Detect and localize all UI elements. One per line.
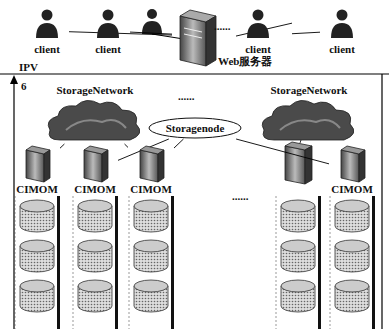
node-label: CIMOM (130, 183, 172, 195)
cimom-server: CIMOM (72, 144, 118, 196)
connector (292, 32, 320, 34)
client-node: client (320, 6, 364, 56)
node-label: CIMOM (16, 183, 58, 195)
free-label: ...... (214, 20, 231, 32)
client-node: client (236, 6, 280, 56)
network-cloud: StorageNetwork (42, 86, 148, 144)
node-label: client (245, 43, 271, 55)
arrow-head (10, 75, 18, 84)
node-label: StorageNetwork (271, 84, 348, 96)
connector (236, 139, 329, 164)
connector (69, 32, 172, 35)
backbone-right (381, 74, 382, 329)
node-label: Storagenode (166, 122, 225, 134)
node-label: client (329, 43, 355, 55)
connector (130, 32, 172, 34)
cimom-server: CIMOM (128, 144, 174, 196)
cimom-server: CIMOM (14, 144, 60, 196)
connector (125, 144, 128, 147)
free-label: IPV (19, 61, 38, 73)
storage-node: Storagenode (148, 117, 242, 139)
network-cloud: StorageNetwork (256, 86, 362, 144)
web-server: Web服务器 (172, 4, 292, 70)
backbone (0, 73, 389, 74)
node-label: CIMOM (331, 183, 373, 195)
client-node: client (25, 6, 69, 56)
node-label: client (95, 43, 121, 55)
cimom-server: CIMOM (329, 144, 375, 196)
disk-array (15, 196, 375, 329)
node-label: StorageNetwork (57, 84, 134, 96)
free-label: ...... (178, 90, 195, 102)
client-node: client (86, 6, 130, 56)
free-label: ...... (232, 190, 249, 202)
node-label: CIMOM (74, 183, 116, 195)
connector (174, 139, 183, 148)
ipv6-arrow (13, 80, 14, 329)
node-label: client (34, 43, 60, 55)
node-label: Web服务器 (218, 55, 272, 67)
free-label: 6 (21, 80, 27, 92)
connector (60, 144, 64, 148)
